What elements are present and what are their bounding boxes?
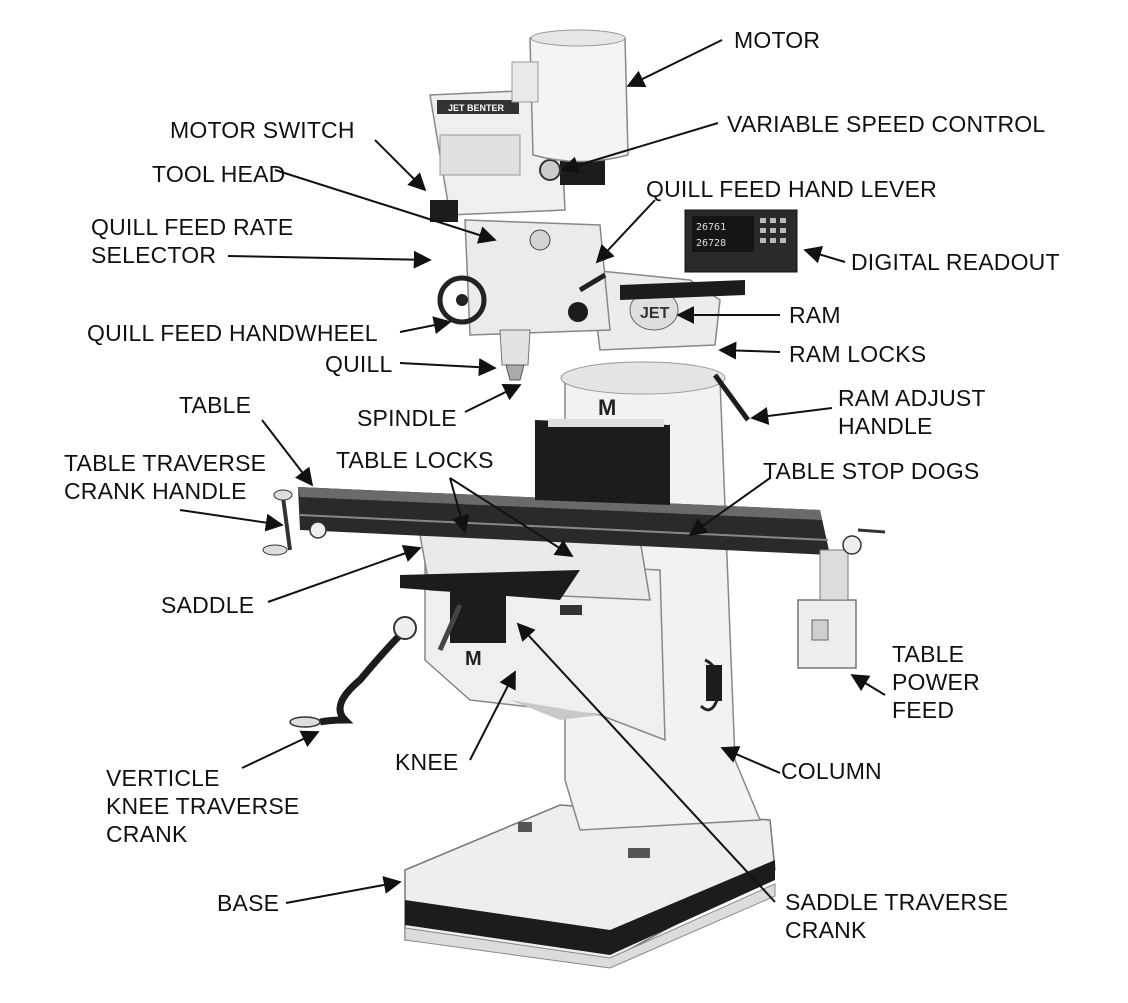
motor-part [511, 29, 629, 163]
label-saddle-traverse-crank: SADDLE TRAVERSE CRANK [785, 889, 1009, 943]
leader-arrows [179, 39, 886, 904]
label-table-locks: TABLE LOCKS [336, 447, 494, 473]
digital-readout-part: 26761 26728 [684, 209, 798, 273]
label-quill-feed-handwheel: QUILL FEED HANDWHEEL [87, 320, 378, 346]
readout-line-2: 26728 [696, 238, 726, 249]
base-part [404, 804, 776, 969]
label-spindle: SPINDLE [357, 405, 457, 431]
readout-line-1: 26761 [696, 222, 726, 233]
label-quill-feed-hand-lever: QUILL FEED HAND LEVER [646, 176, 937, 202]
label-ram: RAM [789, 302, 841, 328]
label-ram-adjust-handle: RAM ADJUST HANDLE [838, 385, 986, 439]
label-ram-locks: RAM LOCKS [789, 341, 927, 367]
label-table-traverse-crank-handle: TABLE TRAVERSE CRANK HANDLE [64, 450, 267, 504]
label-motor-switch: MOTOR SWITCH [170, 117, 355, 143]
ram-badge: JET [640, 305, 670, 322]
tool-head-part: JET BENTER [429, 89, 611, 381]
column-badge: M [598, 395, 616, 420]
knee-part: M [424, 559, 666, 742]
label-digital-readout: DIGITAL READOUT [851, 249, 1060, 275]
label-quill-feed-rate-selector: QUILL FEED RATE SELECTOR [91, 214, 294, 268]
label-knee: KNEE [395, 749, 459, 775]
saddle-part [400, 534, 651, 615]
knee-badge: M [465, 648, 482, 670]
label-tool-head: TOOL HEAD [152, 161, 286, 187]
label-table: TABLE [179, 392, 252, 418]
label-verticle-knee-traverse-crank: VERTICLE KNEE TRAVERSE CRANK [106, 765, 300, 847]
label-table-stop-dogs: TABLE STOP DOGS [763, 458, 980, 484]
label-saddle: SADDLE [161, 592, 255, 618]
label-motor: MOTOR [734, 27, 821, 53]
label-variable-speed-control: VARIABLE SPEED CONTROL [727, 111, 1046, 137]
label-column: COLUMN [781, 758, 882, 784]
label-quill: QUILL [325, 351, 393, 377]
label-base: BASE [217, 890, 280, 916]
table-part [262, 419, 886, 669]
knee-crank-part [289, 616, 417, 728]
head-brand-plate: JET BENTER [448, 103, 505, 113]
label-table-power-feed: TABLE POWER FEED [892, 641, 980, 723]
